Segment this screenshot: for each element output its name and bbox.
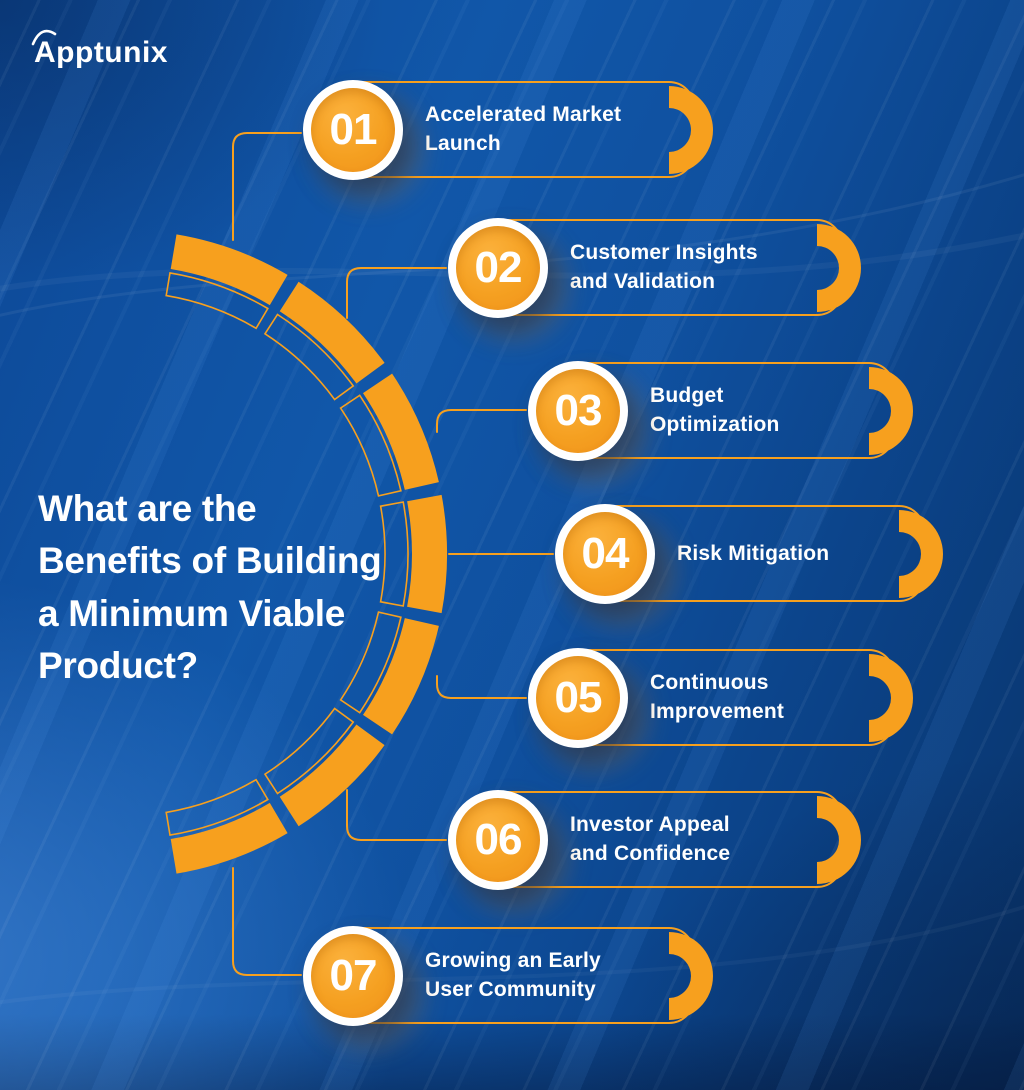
benefit-item-6: 06 Investor Appeal and Confidence	[448, 789, 861, 890]
connector-item-1	[232, 132, 302, 241]
arc-segment-outline	[263, 707, 355, 795]
arc-segment-outline	[165, 778, 269, 837]
logo-text: Apptunix	[34, 36, 168, 69]
connector-item-6	[346, 789, 447, 841]
benefit-label: Accelerated Market Launch	[425, 102, 622, 156]
benefit-item-4: 04 Risk Mitigation	[555, 503, 943, 604]
benefit-label: Growing an Early User Community	[425, 948, 601, 1002]
arc-segment-filled	[363, 618, 439, 735]
benefit-item-1: 01 Accelerated Market Launch	[303, 79, 713, 180]
benefit-label: Customer Insights and Validation	[570, 240, 758, 294]
arc-segment-filled	[279, 281, 385, 384]
benefit-label: Continuous Improvement	[650, 670, 785, 724]
benefit-item-2: 02 Customer Insights and Validation	[448, 217, 861, 318]
arc-segment-filled	[170, 802, 288, 874]
badge-number: 01	[329, 104, 378, 154]
badge-number: 02	[474, 242, 523, 292]
page-title: What are the Benefits of Building a Mini…	[38, 487, 382, 687]
number-badge: 01	[303, 79, 403, 180]
badge-number: 06	[474, 814, 523, 864]
benefits-arc	[165, 234, 448, 874]
number-badge: 04	[555, 503, 655, 604]
arc-segment-outline	[339, 611, 402, 714]
connector-item-5	[436, 675, 527, 699]
benefit-label: Risk Mitigation	[677, 541, 830, 565]
number-badge: 06	[448, 789, 548, 890]
arc-segment-outline	[263, 313, 355, 401]
badge-number: 04	[581, 528, 630, 578]
pill-end-cap-icon	[899, 509, 943, 598]
arc-segment-outline	[339, 394, 402, 497]
arc-segment-outline	[165, 271, 269, 330]
connector-item-7	[232, 867, 302, 976]
badge-number: 03	[554, 385, 603, 435]
connector-lines	[232, 132, 554, 976]
benefit-label: Budget Optimization	[650, 383, 780, 437]
logo-arc-icon	[31, 29, 57, 46]
connector-item-3	[436, 409, 527, 433]
pill-end-cap-icon	[669, 85, 713, 174]
arc-segment-filled	[363, 373, 439, 490]
connector-item-2	[346, 267, 447, 319]
arc-segment-filled	[279, 724, 385, 827]
benefit-item-7: 07 Growing an Early User Community	[303, 925, 713, 1026]
pill-end-cap-icon	[869, 366, 913, 455]
benefit-item-5: 05 Continuous Improvement	[528, 647, 913, 748]
arc-segment-filled	[407, 494, 448, 614]
number-badge: 02	[448, 217, 548, 318]
pill-end-cap-icon	[869, 653, 913, 742]
number-badge: 07	[303, 925, 403, 1026]
pill-end-cap-icon	[669, 931, 713, 1020]
number-badge: 05	[528, 647, 628, 748]
arc-segment-filled	[170, 234, 288, 306]
apptunix-logo: Apptunix	[31, 29, 168, 70]
badge-number: 05	[554, 672, 603, 722]
arc-segment-outline	[379, 501, 409, 607]
benefit-item-3: 03 Budget Optimization	[528, 360, 913, 461]
number-badge: 03	[528, 360, 628, 461]
benefit-label: Investor Appeal and Confidence	[570, 812, 731, 866]
pill-end-cap-icon	[817, 223, 861, 312]
badge-number: 07	[329, 950, 378, 1000]
pill-end-cap-icon	[817, 795, 861, 884]
